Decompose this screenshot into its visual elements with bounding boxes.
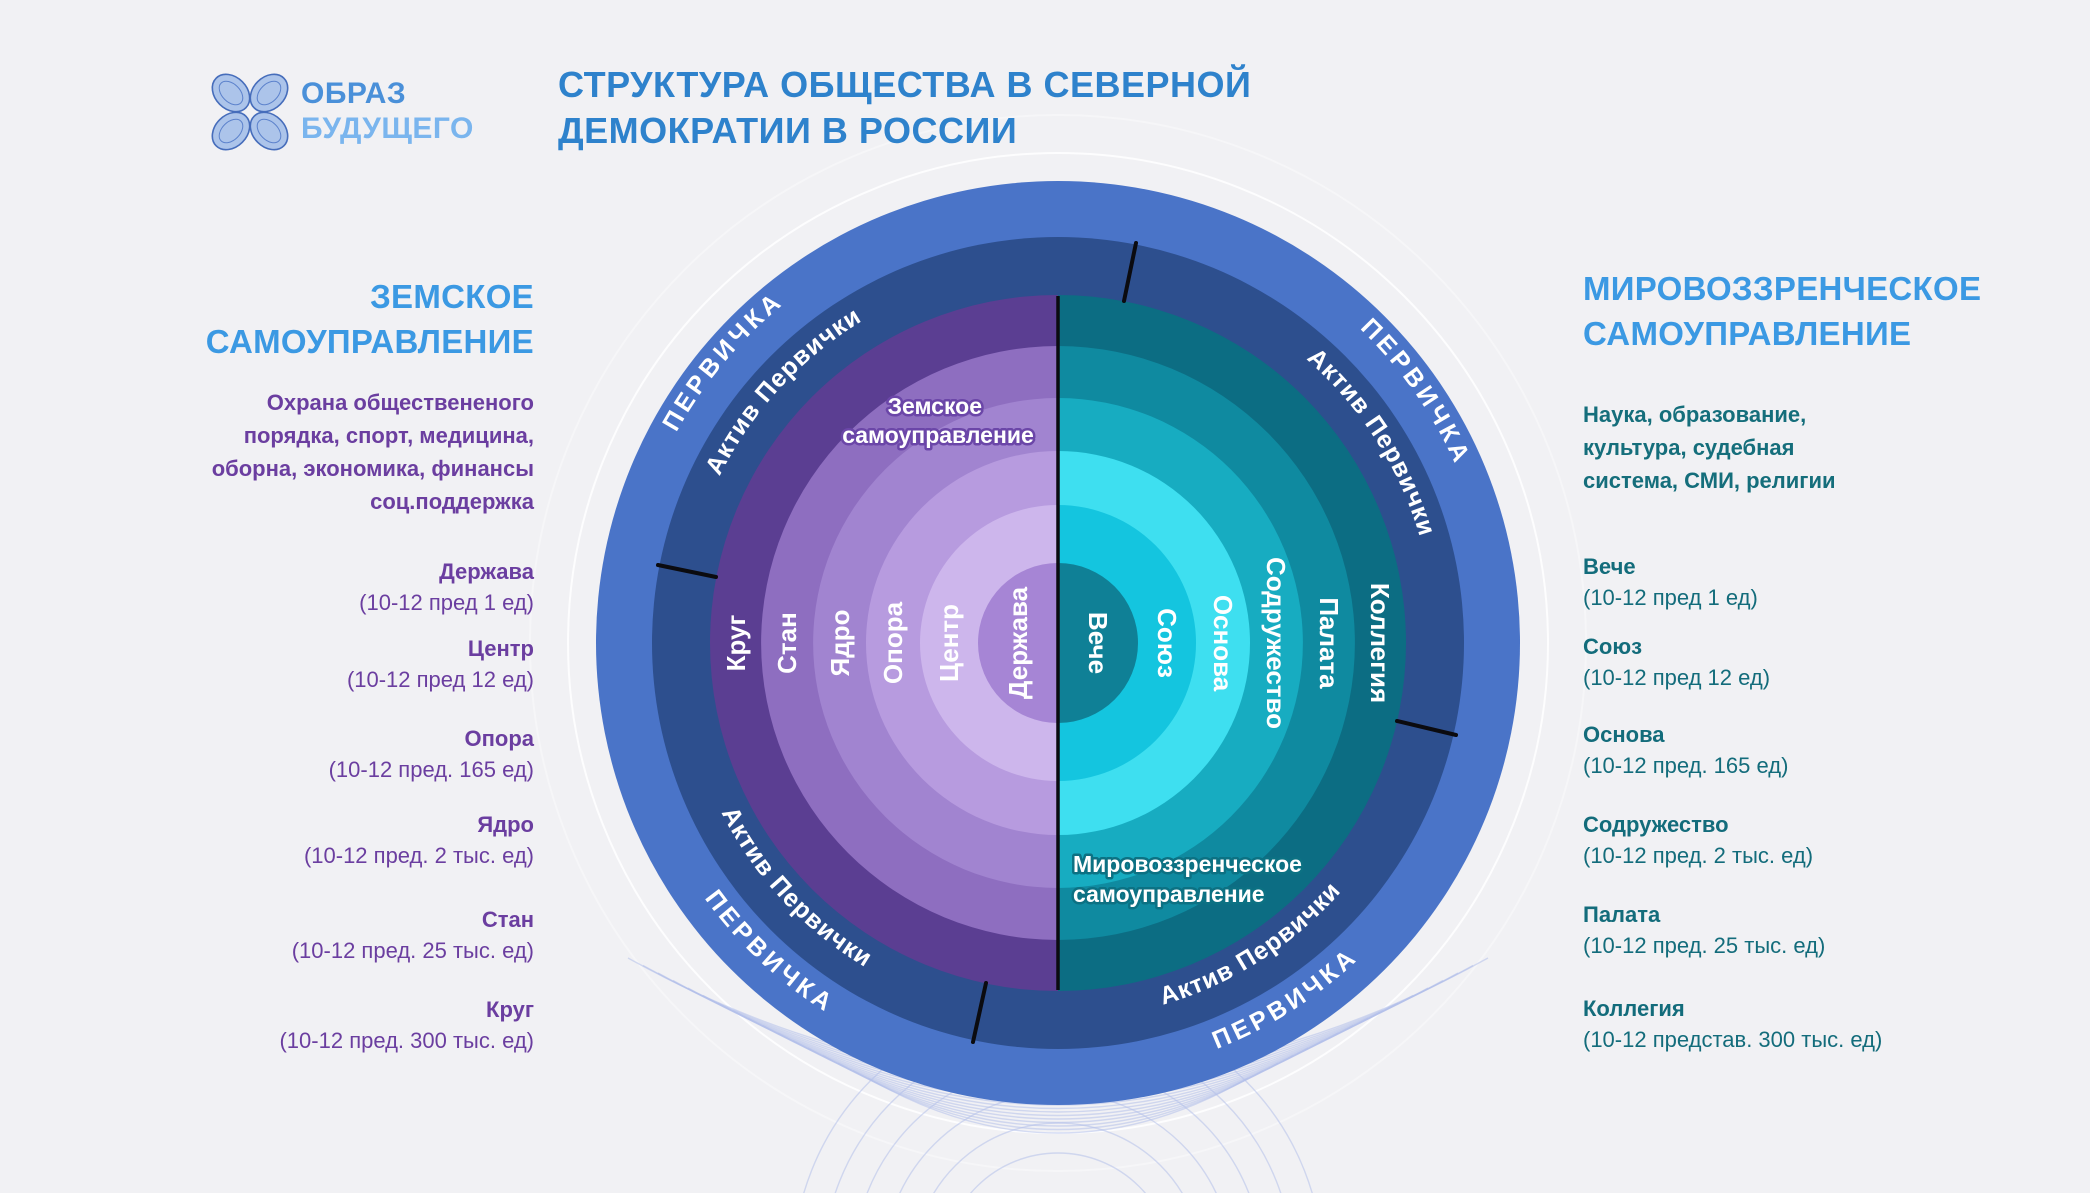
list-item-yadro: Ядро (10-12 пред. 2 тыс. ед) xyxy=(158,809,534,871)
mirovozzrencheskoe-ring-names: Коллегия Палата Содружество Основа Союз … xyxy=(1083,557,1395,729)
faint-bg-circle xyxy=(529,114,1587,1172)
mirovozzrencheskoe-description: Наука, образование, культура, судебная с… xyxy=(1583,402,1836,493)
level-name: Ядро xyxy=(477,812,534,837)
zemskoe-heading-line-1: ЗЕМСКОЕ xyxy=(370,278,534,315)
level-name: Вече xyxy=(1583,554,1636,579)
list-item-sodruzhestvo: Содружество (10-12 пред. 2 тыс. ед) xyxy=(1583,809,1913,871)
list-item-krug: Круг (10-12 пред. 300 тыс. ед) xyxy=(158,994,534,1056)
ring-derzhava xyxy=(978,563,1058,723)
logo-word-obraz: ОБРАЗ xyxy=(301,77,407,110)
mirovozzrencheskoe-panel: МИРОВОЗЗРЕНЧЕСКОЕ САМОУПРАВЛЕНИЕ Наука, … xyxy=(1583,0,2023,1193)
ring-name-sodruzhestvo: Содружество xyxy=(1261,557,1291,729)
ring-name-stan: Стан xyxy=(772,612,802,674)
list-item-veche: Вече (10-12 пред 1 ед) xyxy=(1583,551,1913,613)
list-item-derzhava: Держава (10-12 пред 1 ед) xyxy=(158,556,534,618)
level-detail: (10-12 пред. 165 ед) xyxy=(1583,753,1789,778)
list-item-soyuz: Союз (10-12 пред 12 ед) xyxy=(1583,631,1913,693)
page-title: СТРУКТУРА ОБЩЕСТВА В СЕВЕРНОЙ ДЕМОКРАТИИ… xyxy=(558,62,1251,154)
ring-name-osnova: Основа xyxy=(1208,595,1238,692)
level-detail: (10-12 пред 12 ед) xyxy=(1583,665,1771,690)
segment-tick-left xyxy=(656,563,718,579)
ring-name-veche: Вече xyxy=(1083,612,1113,674)
list-item-osnova: Основа (10-12 пред. 165 ед) xyxy=(1583,719,1913,781)
miro-heading-line-1: МИРОВОЗЗРЕНЧЕСКОЕ xyxy=(1583,270,1982,307)
level-name: Союз xyxy=(1583,634,1643,659)
level-name: Палата xyxy=(1583,902,1661,927)
level-name: Держава xyxy=(439,559,534,584)
zemskoe-panel: ЗЕМСКОЕ САМОУПРАВЛЕНИЕ Охрана обществене… xyxy=(158,0,534,1193)
zemskoe-ring-names: Круг Стан Ядро Опора Центр Держава xyxy=(721,586,1033,699)
page-title-line-1: СТРУКТУРА ОБЩЕСТВА В СЕВЕРНОЙ xyxy=(558,64,1252,105)
level-name: Стан xyxy=(481,907,534,932)
ring-name-opora: Опора xyxy=(878,601,908,684)
level-name: Содружество xyxy=(1583,812,1729,837)
zemskoe-description: Охрана обществененого порядка, спорт, ме… xyxy=(211,390,534,514)
ring-name-palata: Палата xyxy=(1314,597,1344,689)
level-detail: (10-12 пред. 25 тыс. ед) xyxy=(291,938,534,963)
level-name: Опора xyxy=(464,726,534,751)
ring-name-kollegia: Коллегия xyxy=(1365,583,1395,703)
list-item-stan: Стан (10-12 пред. 25 тыс. ед) xyxy=(158,904,534,966)
segment-tick-bottom xyxy=(971,981,988,1044)
level-detail: (10-12 пред. 165 ед) xyxy=(328,757,534,782)
obraz-budushchego-logo-icon xyxy=(211,73,289,151)
miro-heading-line-2: САМОУПРАВЛЕНИЕ xyxy=(1583,315,1912,352)
ring-name-centr: Центр xyxy=(934,604,964,682)
ring-name-krug: Круг xyxy=(721,614,751,671)
ring-name-yadro: Ядро xyxy=(825,610,855,677)
list-item-opora: Опора (10-12 пред. 165 ед) xyxy=(158,723,534,785)
mirovozzrencheskoe-half xyxy=(1058,295,1406,991)
level-detail: (10-12 пред 1 ед) xyxy=(1583,585,1758,610)
segment-tick-top xyxy=(1122,241,1138,303)
level-detail: (10-12 пред 1 ед) xyxy=(359,590,534,615)
mirovozzrencheskoe-half-title: Мировоззренческое самоуправление xyxy=(1073,851,1308,907)
level-detail: (10-12 пред. 300 тыс. ед) xyxy=(279,1028,534,1053)
mirovozzrencheskoe-panel-heading: МИРОВОЗЗРЕНЧЕСКОЕ САМОУПРАВЛЕНИЕ xyxy=(1583,266,2023,356)
zemskoe-panel-heading: ЗЕМСКОЕ САМОУПРАВЛЕНИЕ xyxy=(158,274,534,364)
ring-veche xyxy=(1058,563,1138,723)
level-detail: (10-12 представ. 300 тыс. ед) xyxy=(1583,1027,1883,1052)
page-title-line-2: ДЕМОКРАТИИ В РОССИИ xyxy=(558,110,1018,151)
level-detail: (10-12 пред. 2 тыс. ед) xyxy=(1583,843,1814,868)
logo-word-budushchego: БУДУЩЕГО xyxy=(301,112,474,145)
list-item-palata: Палата (10-12 пред. 25 тыс. ед) xyxy=(1583,899,1913,961)
ring-name-derzhava: Держава xyxy=(1003,586,1033,699)
zemskoe-half-title: Земское самоуправление xyxy=(842,393,1034,448)
level-detail: (10-12 пред. 25 тыс. ед) xyxy=(1583,933,1826,958)
level-name: Коллегия xyxy=(1583,996,1685,1021)
level-detail: (10-12 пред. 2 тыс. ед) xyxy=(303,843,534,868)
segment-tick-right xyxy=(1395,719,1458,737)
ring-name-soyuz: Союз xyxy=(1152,608,1182,678)
level-name: Основа xyxy=(1583,722,1665,747)
list-item-kollegia: Коллегия (10-12 представ. 300 тыс. ед) xyxy=(1583,993,1913,1055)
level-name: Круг xyxy=(486,997,534,1022)
level-detail: (10-12 пред 12 ед) xyxy=(346,667,534,692)
list-item-centr: Центр (10-12 пред 12 ед) xyxy=(158,633,534,695)
zemskoe-half xyxy=(710,295,1058,991)
level-name: Центр xyxy=(467,636,534,661)
zemskoe-heading-line-2: САМОУПРАВЛЕНИЕ xyxy=(205,323,534,360)
logo-wordmark: ОБРАЗ БУДУЩЕГО xyxy=(301,76,474,146)
